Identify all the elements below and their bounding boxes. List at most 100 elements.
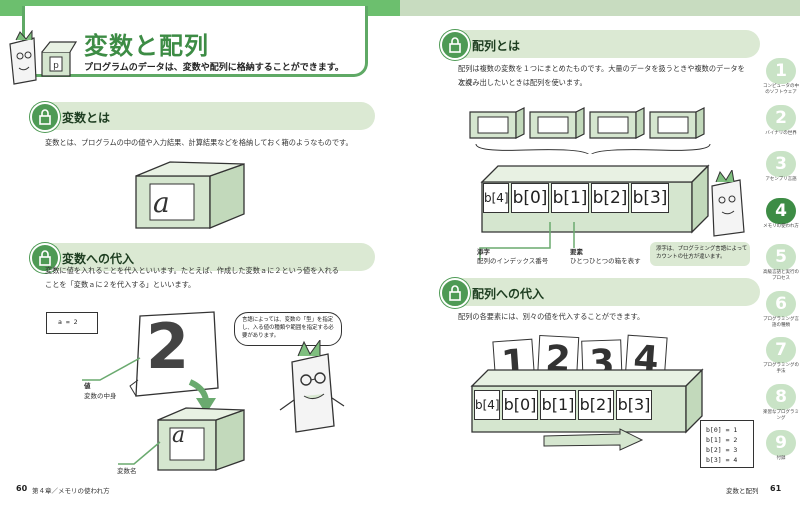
array-code-line: b[0] = 1 — [706, 426, 738, 434]
label-index-sub: 配列のインデックス番号 — [477, 257, 549, 265]
chapter-tab-label: プログラミング言語の種類 — [763, 316, 799, 328]
title-frame — [22, 6, 368, 77]
assign-text-2: ことを「変数ａに２を代入する」といいます。 — [45, 280, 196, 289]
array-code-box — [700, 420, 754, 468]
page-title: 変数と配列 — [84, 32, 209, 60]
chapter-tab-label: 付録 — [776, 456, 786, 461]
section-heading-array: 配列とは — [472, 39, 521, 53]
assign-code-box — [46, 312, 98, 334]
mascot-illustration — [279, 340, 345, 433]
array-text-2: と読み出したいときは配列を使います。 — [458, 78, 587, 87]
array-cell: b[1] — [540, 390, 576, 420]
chapter-tab-number: 4 — [766, 197, 796, 224]
chapter-tab-number: 2 — [766, 104, 796, 131]
small-box — [469, 107, 525, 139]
chapter-tab-number: 1 — [766, 58, 796, 84]
value-pointer-line — [82, 357, 141, 381]
mascot-small-illustration — [711, 170, 745, 237]
varname-pointer-line — [118, 441, 161, 465]
top-band-right — [400, 0, 800, 16]
chapter-tab-label: アセンブリ言語 — [765, 177, 797, 182]
array-code-line: b[2] = 3 — [706, 446, 738, 454]
assign-text-1: 変数に値を入れることを代入といいます。たとえば、作成した変数ａに２という値を入れ… — [45, 266, 339, 275]
small-box — [649, 107, 705, 139]
footer-left-chapter: 第４章／メモリの使われ方 — [32, 487, 110, 495]
lock-icon — [30, 102, 60, 132]
array-cell: b[2] — [578, 390, 614, 420]
assign-box-letter: a — [172, 423, 186, 448]
chapter-tab-label: メモリの使われ方 — [763, 223, 799, 229]
array-cell-index: b[4] — [483, 183, 509, 213]
small-box — [529, 107, 585, 139]
chapter-tab-number: 6 — [766, 290, 796, 317]
lock-icon — [440, 278, 470, 308]
chapter-tab-label: 楽習なプログラミング — [763, 409, 799, 421]
value-card-illustration — [129, 311, 219, 397]
array-cell-index: b[4] — [474, 390, 500, 420]
assign-bubble-text: 言語によっては、変数の「型」を指定し、入る値の種類や範囲を指定する必要があります… — [242, 317, 334, 339]
array-code-line: b[3] = 4 — [706, 456, 738, 464]
array-cell: b[0] — [502, 390, 538, 420]
section-heading-bar — [30, 102, 375, 130]
section-heading-array-assign: 配列への代入 — [472, 287, 545, 301]
value-card-digit: 2 — [146, 310, 190, 383]
svg-text:p: p — [53, 61, 59, 71]
section-heading-bar — [440, 278, 760, 306]
array-text-1: 配列は複数の変数を１つにまとめたものです。大量のデータを扱うときや複数のデータを… — [458, 64, 745, 87]
variable-box-letter: a — [153, 186, 170, 219]
speech-bubble — [234, 312, 342, 346]
section-heading-bar — [440, 30, 760, 58]
footer-right-page-number: 61 — [770, 484, 782, 493]
label-varname: 変数名 — [117, 467, 137, 475]
array-code-lines: b[0] = 1 b[1] = 2 b[2] = 3 b[3] = 4 — [706, 425, 737, 465]
assign-box-illustration — [157, 407, 245, 471]
array-cell: b[2] — [591, 183, 629, 213]
label-element: 要素 — [570, 248, 583, 256]
section-heading-variable: 変数とは — [62, 111, 111, 125]
section-heading-bar — [30, 243, 375, 271]
chapter-tab-label: 高級言語と実行のプロセス — [763, 270, 799, 281]
footer-left-page-number: 60 — [16, 484, 28, 493]
chapter-tab-number: 5 — [766, 244, 796, 270]
array-code-line: b[1] = 2 — [706, 436, 738, 444]
array-note-bubble — [650, 242, 750, 266]
chapter-tab-number: 3 — [766, 151, 796, 177]
array-pointer-lines — [479, 222, 575, 260]
chapter-tab-number: 8 — [766, 383, 796, 410]
separate-boxes-illustration — [469, 107, 711, 154]
array-box-side — [685, 368, 703, 434]
array-box-top — [470, 369, 704, 387]
array-cell: b[3] — [616, 390, 652, 420]
mascot-with-box-illustration: p — [9, 30, 78, 85]
variable-text: 変数とは、プログラムの中の値や入力結果、計算結果などを格納しておく箱のようなもの… — [45, 138, 353, 147]
chapter-tab-label: プログラミングの手法 — [763, 363, 799, 374]
label-index: 添字 — [477, 248, 490, 256]
label-element-sub: ひとつひとつの箱を表す — [570, 257, 641, 265]
footer-right-title: 変数と配列 — [726, 487, 759, 495]
chapter-tab-number: 9 — [766, 430, 796, 456]
label-value: 値 — [84, 382, 91, 390]
drop-arrow-icon — [188, 379, 216, 414]
lock-icon — [440, 30, 470, 60]
array-cell: b[1] — [551, 183, 589, 213]
lock-icon — [30, 243, 60, 273]
section-heading-assign: 変数への代入 — [62, 252, 135, 266]
chapter-tab-label: バイナリの世界 — [765, 130, 797, 136]
right-arrow-icon — [543, 428, 644, 451]
assign-code: a = 2 — [58, 318, 78, 326]
label-value-sub: 変数の中身 — [84, 392, 117, 400]
lead-text: プログラムのデータは、変数や配列に格納することができます。 — [84, 63, 344, 73]
chapter-tab-label: コンピュータの中のソフトウェア — [763, 84, 799, 95]
array-cell: b[0] — [511, 183, 549, 213]
array-box-side — [691, 164, 709, 234]
variable-box-illustration — [135, 161, 245, 229]
